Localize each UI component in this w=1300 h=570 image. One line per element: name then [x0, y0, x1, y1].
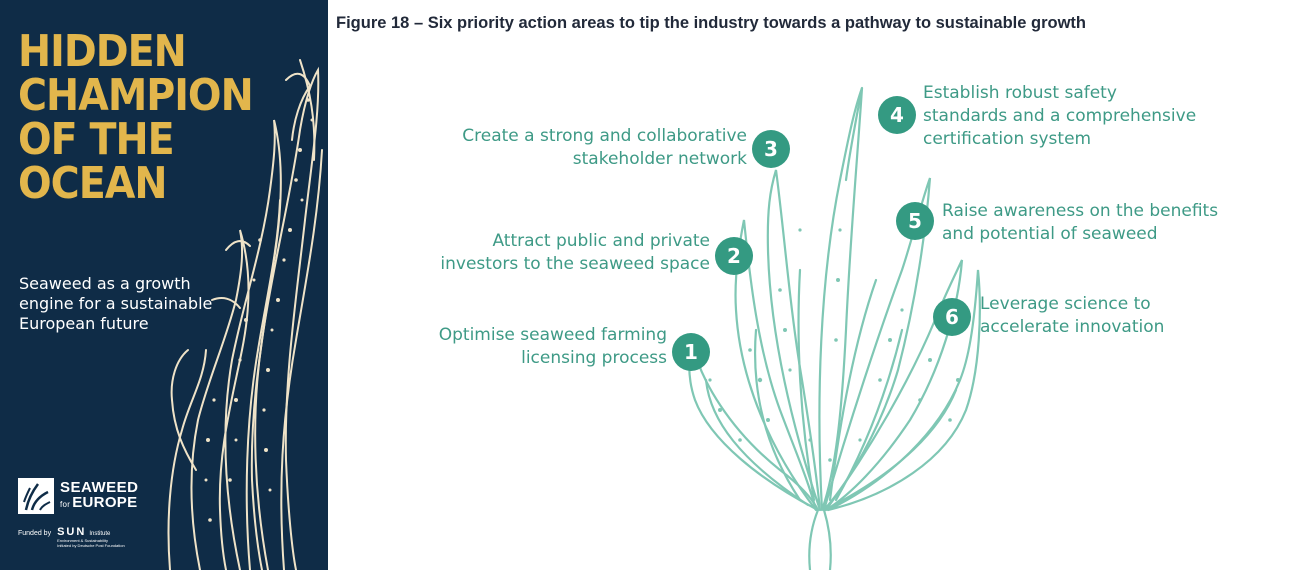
action-5-line: and potential of seaweed	[942, 224, 1158, 244]
action-label-3: Create a strong and collaborative stakeh…	[462, 125, 747, 171]
sun-line-2: Environment & Sustainability	[57, 538, 109, 543]
action-4-line: standards and a comprehensive	[923, 106, 1197, 126]
brand-for: for	[60, 500, 71, 509]
action-3-line: stakeholder network	[572, 149, 747, 169]
cover-title-line: CHAMPION	[18, 70, 254, 121]
action-number-3: 3	[752, 130, 790, 168]
cover-subtitle-line: engine for a sustainable	[19, 294, 213, 313]
action-label-1: Optimise seaweed farming licensing proce…	[439, 324, 667, 370]
action-3-line: Create a strong and collaborative	[462, 126, 747, 146]
seaweed-plant-illustration	[688, 86, 981, 570]
action-label-6: Leverage science to accelerate innovatio…	[980, 293, 1164, 339]
action-label-5: Raise awareness on the benefits and pote…	[942, 200, 1218, 246]
brand-europe: EUROPE	[72, 494, 138, 511]
action-6-line: accelerate innovation	[980, 317, 1165, 337]
action-number-4: 4	[878, 96, 916, 134]
cover-title-line: OCEAN	[18, 158, 168, 209]
figure-title: Figure 18 – Six priority action areas to…	[336, 14, 1086, 32]
action-number-2: 2	[715, 237, 753, 275]
sun-name-text: SUN	[57, 526, 87, 538]
funded-by-label: Funded by	[18, 530, 52, 537]
cover-title: HIDDEN CHAMPION OF THE OCEAN	[18, 26, 254, 209]
brand-line-seaweed: SEAWEED	[60, 479, 139, 496]
action-2-line: Attract public and private	[492, 231, 710, 251]
action-4-line: Establish robust safety	[923, 83, 1117, 103]
action-number-1: 1	[672, 333, 710, 371]
action-6-line: Leverage science to	[980, 294, 1151, 314]
action-2-line: investors to the seaweed space	[440, 254, 710, 274]
action-4-line: certification system	[923, 129, 1092, 149]
action-5-line: Raise awareness on the benefits	[942, 201, 1219, 221]
sun-line-3: Initiated by Deutsche Post Foundation	[57, 543, 125, 548]
seaweed-illustration	[167, 59, 323, 570]
action-number-5: 5	[896, 202, 934, 240]
cover-subtitle: Seaweed as a growth engine for a sustain…	[19, 274, 229, 334]
action-1-line: licensing process	[521, 348, 667, 368]
action-number-6: 6	[933, 298, 971, 336]
action-label-4: Establish robust safety standards and a …	[923, 82, 1196, 151]
cover-subtitle-line: European future	[19, 314, 149, 333]
seaweed-logo-icon	[18, 478, 54, 514]
action-label-2: Attract public and private investors to …	[440, 230, 710, 276]
cover-subtitle-line: Seaweed as a growth	[19, 274, 191, 293]
action-1-line: Optimise seaweed farming	[438, 325, 667, 345]
cover-title-line: OF THE	[18, 114, 175, 165]
cover-title-line: HIDDEN	[18, 26, 187, 77]
report-cover: HIDDEN CHAMPION OF THE OCEAN Seaweed as …	[0, 0, 328, 570]
sun-institute: Institute	[89, 531, 111, 537]
